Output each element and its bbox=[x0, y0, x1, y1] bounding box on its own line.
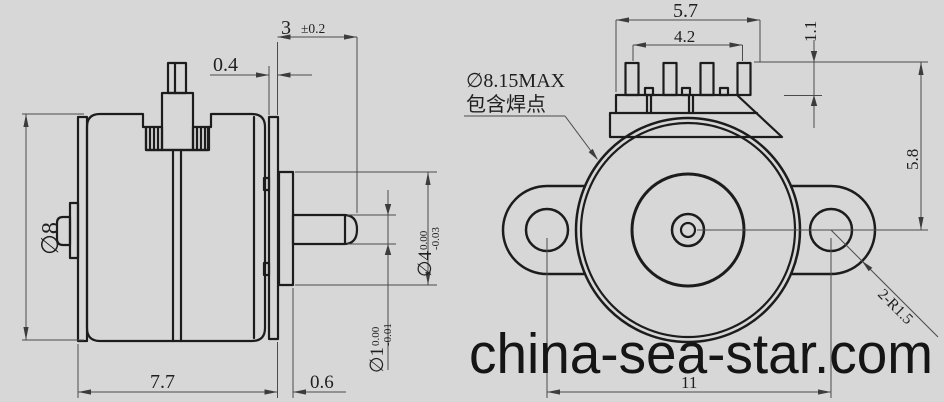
dim-shaft-diameter: ∅1 0.00 -0.01 bbox=[367, 323, 394, 373]
dim-boss-diameter: ∅4 0.00 -0.03 bbox=[415, 227, 442, 277]
side-view-outline bbox=[55, 61, 359, 343]
dim-shaft-length: 3 bbox=[281, 17, 291, 39]
label-max-diameter: ∅8.15MAX bbox=[466, 70, 566, 92]
dim-boss-length: 0.6 bbox=[310, 372, 334, 393]
dim-pin-span: 4.2 bbox=[674, 27, 695, 46]
front-view-outline bbox=[501, 61, 877, 344]
dim-body-diameter: ∅8 bbox=[38, 222, 64, 255]
side-view: ∅8 0.4 3 ±0.2 ∅4 0.00 -0.03 bbox=[22, 17, 442, 398]
watermark-text: china-sea-star.com bbox=[469, 322, 933, 386]
svg-text:0.00: 0.00 bbox=[418, 230, 430, 250]
dim-center-height: 5.8 bbox=[903, 149, 922, 170]
dim-block-width: 5.7 bbox=[673, 0, 698, 22]
svg-text:5.8: 5.8 bbox=[903, 149, 922, 170]
svg-text:-0.01: -0.01 bbox=[382, 323, 394, 346]
svg-text:1.1: 1.1 bbox=[801, 21, 820, 42]
dim-hole-span: 11 bbox=[681, 373, 697, 392]
svg-text:0.00: 0.00 bbox=[370, 326, 382, 346]
dim-body-length: 7.7 bbox=[150, 371, 175, 393]
side-view-dimensions: ∅8 0.4 3 ±0.2 ∅4 0.00 -0.03 bbox=[22, 17, 442, 398]
dim-pin-height: 1.1 bbox=[801, 21, 820, 42]
svg-text:∅1: ∅1 bbox=[367, 347, 388, 373]
svg-text:∅8: ∅8 bbox=[38, 222, 64, 255]
svg-text:∅4: ∅4 bbox=[415, 250, 436, 277]
svg-text:-0.03: -0.03 bbox=[430, 227, 442, 250]
label-solder-note: 包含焊点 bbox=[466, 93, 546, 116]
dim-plate-thickness: 0.4 bbox=[213, 54, 238, 76]
dim-shaft-length-tol: ±0.2 bbox=[301, 21, 325, 36]
